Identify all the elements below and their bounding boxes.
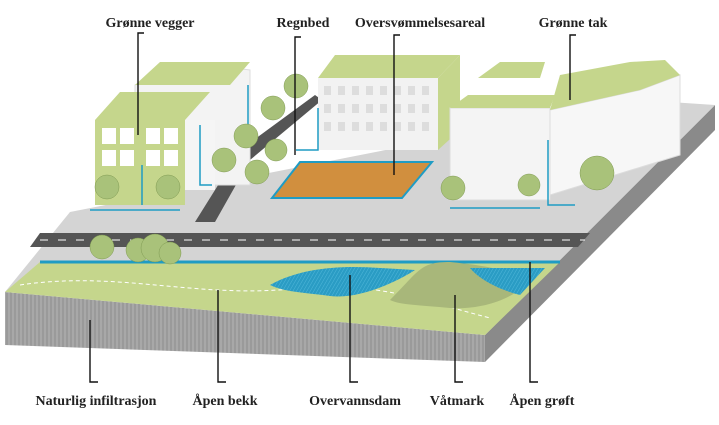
side-road <box>195 95 322 222</box>
soil-front-face <box>5 292 485 362</box>
green-roof-center <box>318 55 460 78</box>
green-roof <box>135 62 250 85</box>
label-natural-infiltration: Naturlig infiltrasjon <box>36 394 157 409</box>
label-open-stream: Åpen bekk <box>193 393 258 409</box>
label-green-roofs: Grønne tak <box>539 16 608 31</box>
green-roof-right <box>450 95 555 108</box>
label-flood-area: Oversvømmelsesareal <box>355 16 485 31</box>
label-green-walls: Grønne vegger <box>105 16 194 31</box>
soil-side-face <box>485 105 715 362</box>
green-roof-curved <box>550 60 680 110</box>
basketball-court <box>269 161 435 199</box>
label-rain-bed: Regnbed <box>277 16 330 31</box>
label-open-ditch: Åpen grøft <box>510 393 575 409</box>
label-wetland: Våtmark <box>430 394 485 409</box>
label-stormwater-pond: Overvannsdam <box>309 394 401 409</box>
stormwater-pond <box>270 266 415 297</box>
